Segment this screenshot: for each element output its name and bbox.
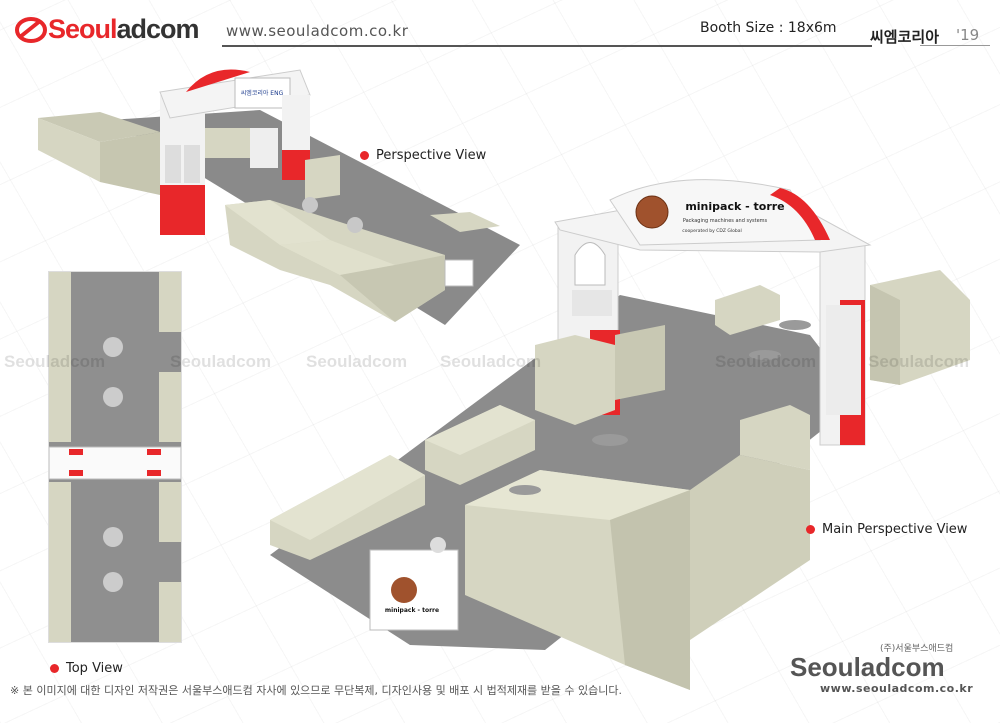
perspective-booth: 씨엠코리아 ENG [38,69,520,325]
footer-brand: Seouladcom [790,652,945,682]
main-sign-brand: minipack - torre [685,200,784,213]
watermark: Seouladcom [306,352,408,371]
label-main-perspective-view: Main Perspective View [806,522,967,537]
watermark: Seouladcom [715,352,817,371]
main-sign-cooperated: cooperated by CDZ Global [682,228,741,234]
counter-sign-brand: minipack - torre [385,607,439,614]
main-sign-globe-icon [635,195,669,229]
top-view-plan [49,272,181,642]
swoosh-logo-icon [15,16,47,43]
brand-wordmark: Seouladcom [48,14,200,44]
watermark: Seouladcom [868,352,970,371]
brand-logo: Seouladcom [14,14,200,45]
bullet-dot-icon [360,151,369,160]
watermark: Seouladcom [170,352,272,371]
perspective-wall-back [38,112,160,142]
main-booth: minipack - torre Packaging machines and … [270,179,970,690]
watermark: Seouladcom [4,352,106,371]
main-sign-tagline: Packaging machines and systems [683,218,768,224]
client-name: 씨엠코리아 [870,28,940,46]
project-year: '19 [956,26,980,44]
bullet-dot-icon [50,664,59,673]
booth-size: Booth Size : 18x6m [700,20,837,36]
header-divider-right [920,45,990,46]
copyright-notice: ※ 본 이미지에 대한 디자인 저작권은 서울부스애드컴 자사에 있으므로 무단… [10,684,623,697]
header-divider [222,45,872,47]
counter-globe-icon [391,577,417,603]
watermark: Seouladcom [440,352,542,371]
label-perspective-view: Perspective View [360,148,486,163]
label-top-view: Top View [50,661,123,676]
footer-url: www.seouladcom.co.kr [820,682,974,695]
footer-company-name: (주)서울부스애드컴 [880,644,954,654]
bullet-dot-icon [806,525,815,534]
website-url: www.seouladcom.co.kr [226,22,409,40]
perspective-sign-text: 씨엠코리아 ENG [241,89,284,97]
top-view-panel [48,271,182,643]
